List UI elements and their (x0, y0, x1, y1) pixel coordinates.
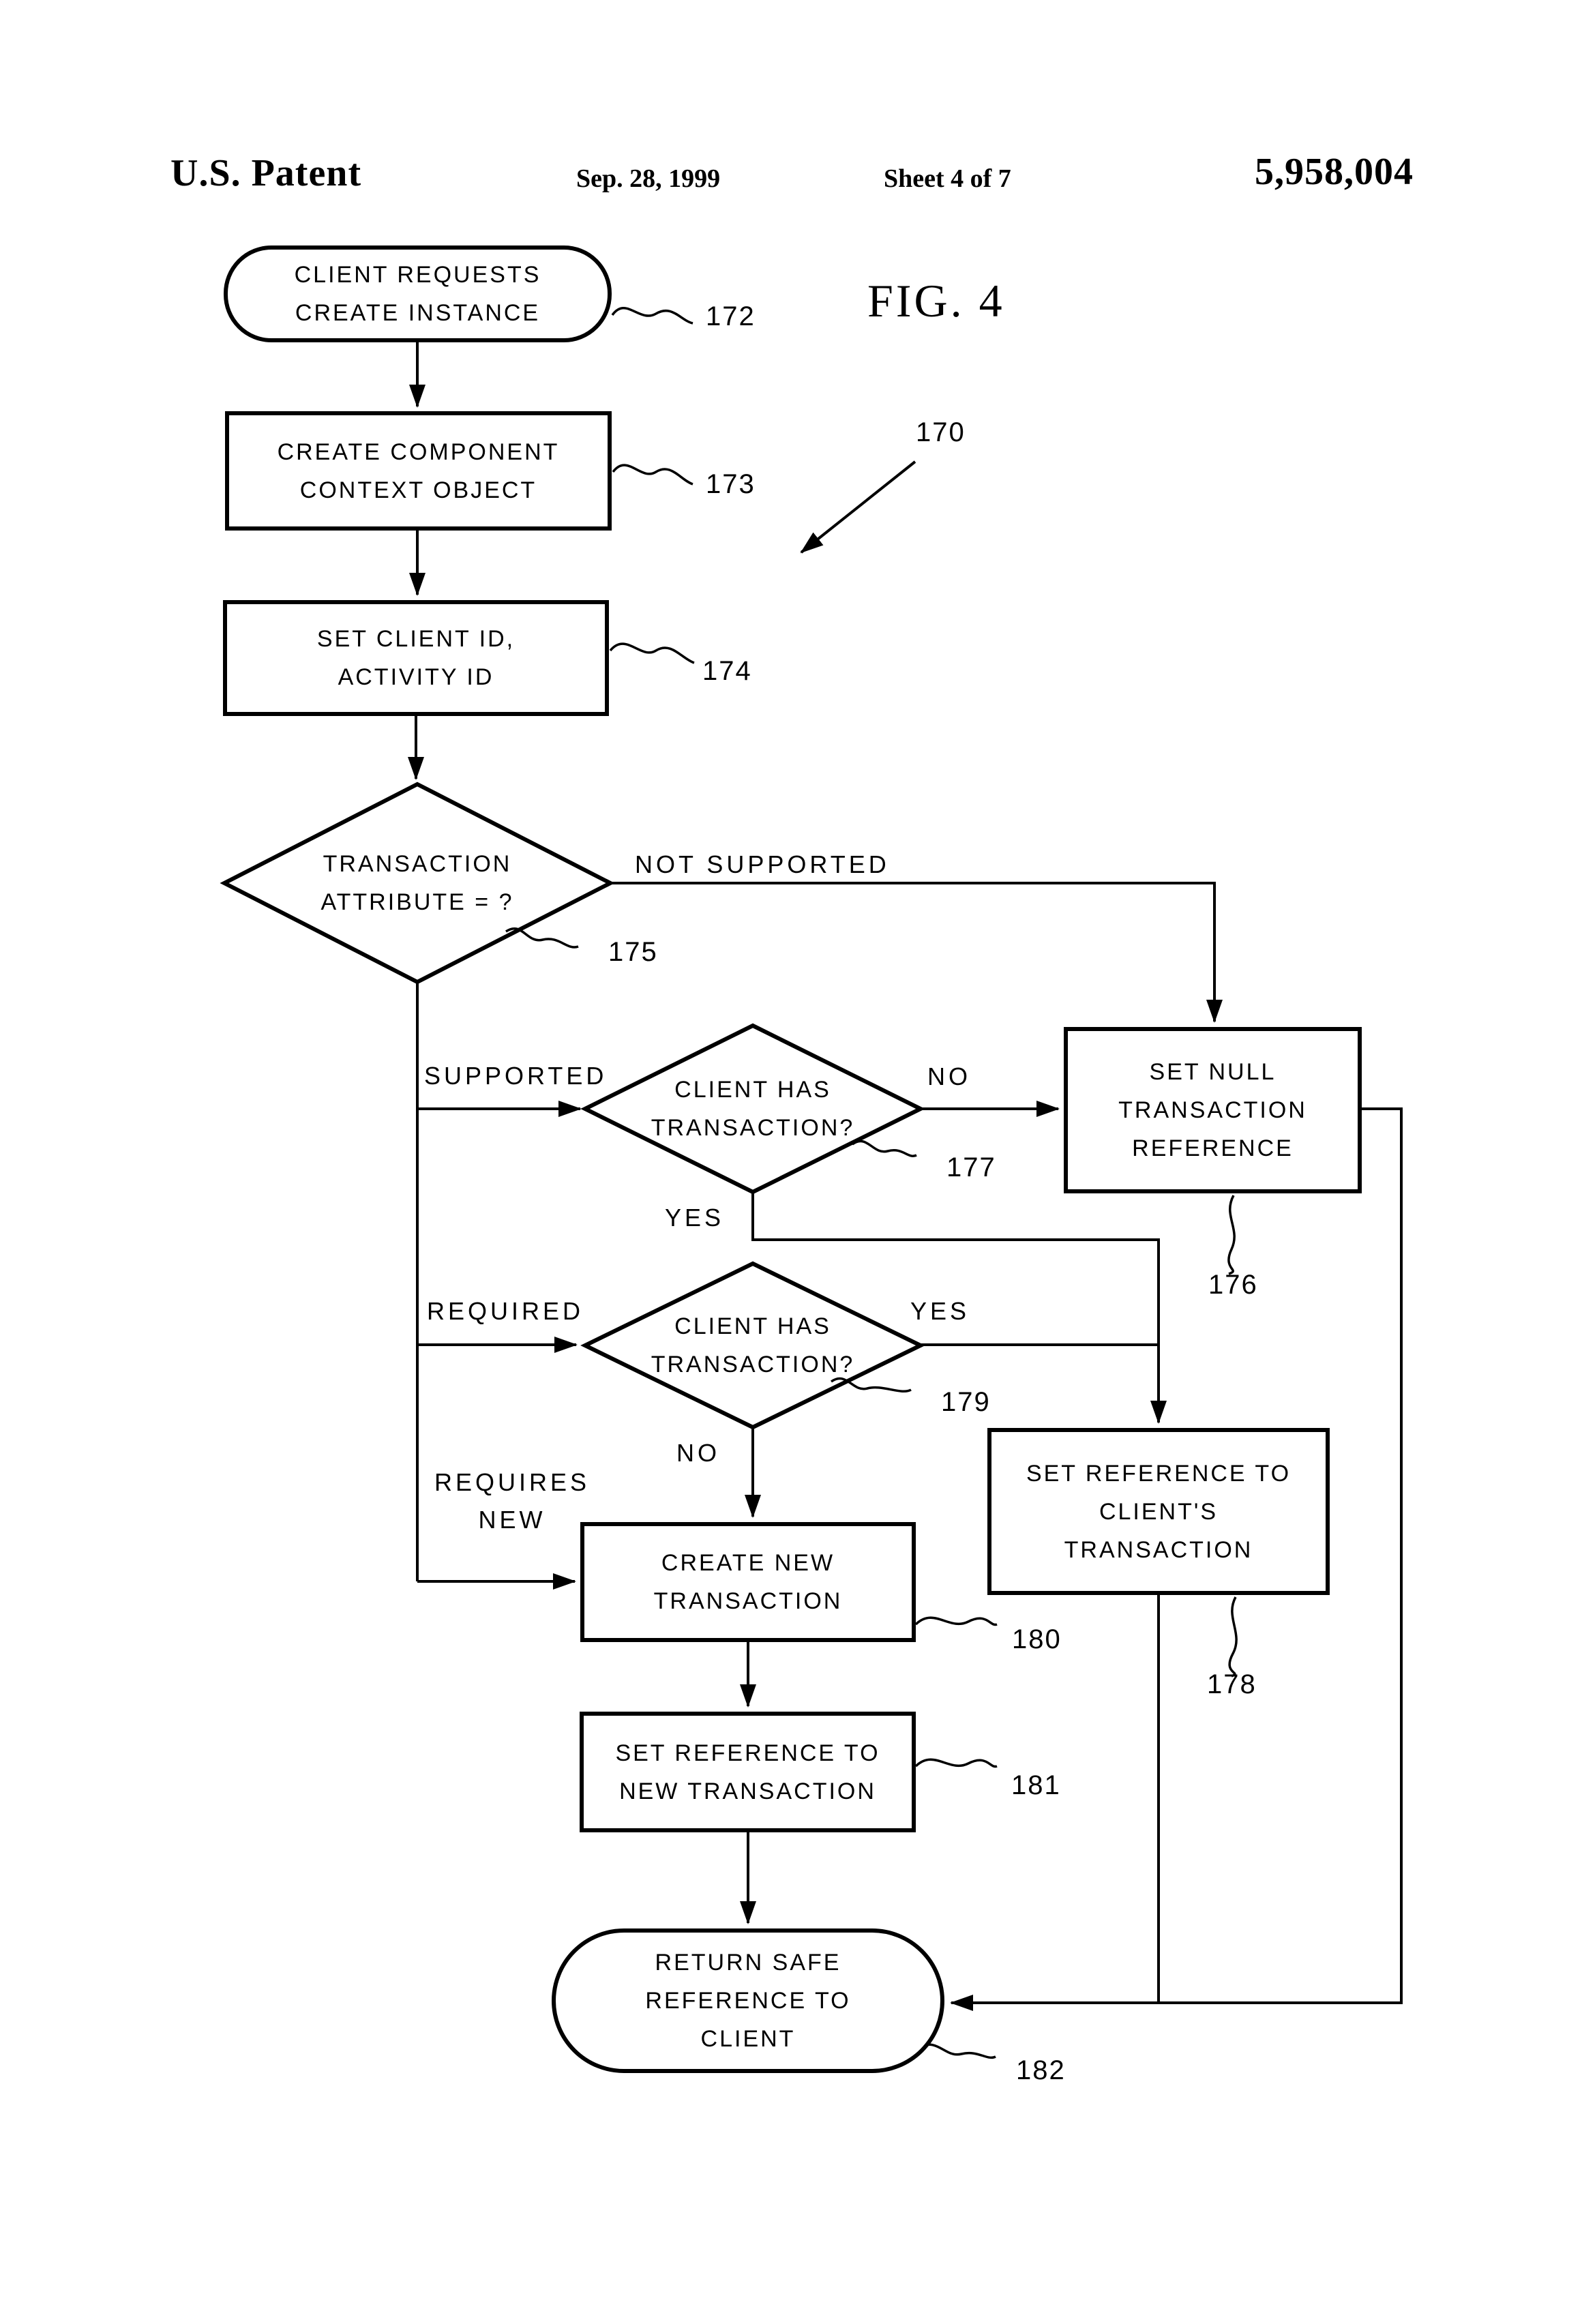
ref-170: 170 (916, 417, 966, 447)
edge-yes-merge-to-set-ref-client (751, 1192, 1167, 1424)
node-create-new: CREATE NEW TRANSACTION (580, 1522, 916, 1642)
branch-required: REQUIRED (427, 1297, 584, 1325)
leader-177 (851, 1139, 917, 1157)
node-set-null: SET NULL TRANSACTION REFERENCE (1064, 1027, 1362, 1193)
patent-date: Sep. 28, 1999 (576, 164, 721, 193)
branch-yes-required: YES (910, 1297, 970, 1325)
patent-label: U.S. Patent (170, 152, 362, 194)
ref-177: 177 (946, 1152, 996, 1182)
leader-176 (1227, 1195, 1236, 1275)
node-has-txn-supported-label: CLIENT HAS TRANSACTION? (651, 1077, 855, 1141)
node-create-new-label: CREATE NEW TRANSACTION (653, 1550, 843, 1614)
node-create-context: CREATE COMPONENT CONTEXT OBJECT (225, 411, 612, 531)
node-set-null-label: SET NULL TRANSACTION REFERENCE (1118, 1059, 1307, 1161)
leader-175 (505, 927, 579, 949)
leader-178 (1228, 1596, 1238, 1678)
leader-180 (914, 1616, 998, 1626)
node-txn-attr: TRANSACTION ATTRIBUTE = ? (272, 805, 563, 962)
ref-178: 178 (1207, 1669, 1257, 1699)
node-set-ref-new: SET REFERENCE TO NEW TRANSACTION (580, 1712, 916, 1832)
patent-number: 5,958,004 (1255, 151, 1414, 193)
branch-yes-supported: YES (665, 1204, 725, 1232)
node-has-txn-required-label: CLIENT HAS TRANSACTION? (651, 1313, 855, 1377)
decision-txn-attr-shape (220, 781, 615, 985)
ref-182: 182 (1016, 2055, 1066, 2085)
node-set-ref-client-label: SET REFERENCE TO CLIENT'S TRANSACTION (1026, 1460, 1292, 1563)
node-has-txn-supported: CLIENT HAS TRANSACTION? (616, 1046, 889, 1172)
node-set-ref-client: SET REFERENCE TO CLIENT'S TRANSACTION (987, 1428, 1330, 1595)
branch-no-required: NO (676, 1439, 720, 1467)
branch-supported: SUPPORTED (424, 1062, 608, 1090)
ref-172: 172 (706, 301, 756, 331)
decision-has-txn-supported-shape (580, 1023, 925, 1195)
ref-179: 179 (941, 1387, 991, 1417)
node-return-safe-label: RETURN SAFE REFERENCE TO CLIENT (645, 1950, 851, 2052)
branch-not-supported: NOT SUPPORTED (635, 850, 890, 878)
leader-182 (919, 2043, 996, 2059)
decision-has-txn-required-shape (580, 1261, 925, 1430)
node-set-ids: SET CLIENT ID, ACTIVITY ID (223, 600, 609, 716)
ref-181: 181 (1011, 1770, 1061, 1800)
leader-173 (612, 464, 693, 486)
node-start-label: CLIENT REQUESTS CREATE INSTANCE (294, 262, 541, 326)
node-txn-attr-label: TRANSACTION ATTRIBUTE = ? (320, 851, 514, 915)
figure-title: FIG. 4 (867, 275, 1005, 327)
leader-174 (609, 642, 695, 664)
leader-179 (831, 1377, 912, 1393)
node-start: CLIENT REQUESTS CREATE INSTANCE (224, 245, 612, 342)
ref-174: 174 (702, 656, 752, 686)
diagram-ref-arrow (800, 460, 916, 554)
leader-172 (611, 307, 693, 325)
node-has-txn-required: CLIENT HAS TRANSACTION? (616, 1283, 889, 1408)
node-set-ids-label: SET CLIENT ID, ACTIVITY ID (316, 626, 516, 690)
edge-not-supported (610, 882, 1223, 1023)
branch-no-supported: NO (927, 1062, 971, 1090)
ref-173: 173 (706, 469, 756, 499)
node-return-safe: RETURN SAFE REFERENCE TO CLIENT (552, 1928, 944, 2073)
branch-requires-new: REQUIRES NEW (434, 1468, 591, 1534)
ref-175: 175 (608, 937, 658, 967)
ref-176: 176 (1208, 1270, 1258, 1300)
node-set-ref-new-label: SET REFERENCE TO NEW TRANSACTION (615, 1740, 880, 1804)
node-create-context-label: CREATE COMPONENT CONTEXT OBJECT (277, 438, 560, 503)
ref-180: 180 (1012, 1624, 1062, 1654)
sheet-number: Sheet 4 of 7 (884, 164, 1011, 193)
edge-set-null-to-return (950, 1107, 1403, 2011)
leader-181 (914, 1758, 998, 1768)
